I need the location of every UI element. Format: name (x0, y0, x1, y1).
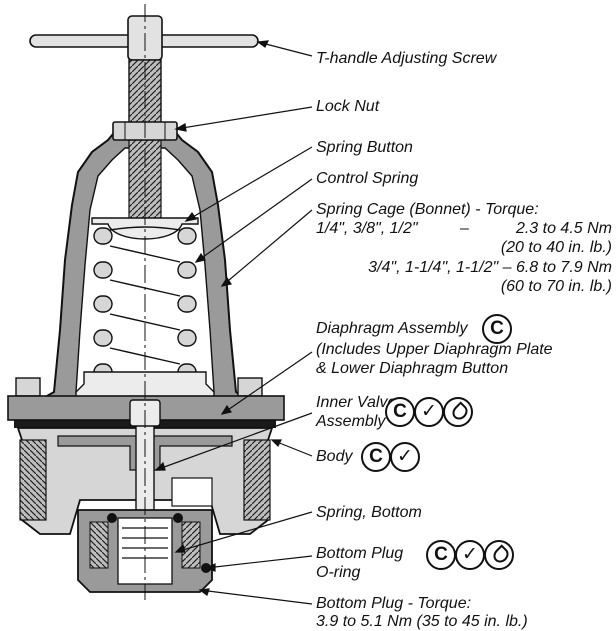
label-o-ring: O-ring (316, 564, 361, 581)
check-icon: ✓ (414, 397, 444, 427)
label-bottom-plug-torque-2: 3.9 to 5.1 Nm (35 to 45 in. lb.) (316, 613, 528, 630)
check-icon: ✓ (390, 442, 420, 472)
torque-large: 3/4", 1-1/4", 1-1/2" – 6.8 to 7.9 Nm (368, 259, 612, 276)
o-ring-right (173, 513, 183, 523)
label-inner-valve-2: Assembly (316, 413, 386, 430)
c-icon: C (426, 540, 456, 570)
c-icon: C (482, 314, 512, 344)
c-icon: C (361, 442, 391, 472)
o-ring-left (107, 513, 117, 523)
spring-button (91, 217, 199, 240)
label-diaphragm-assembly: Diaphragm Assembly (316, 320, 468, 337)
label-diaphragm-includes-2: & Lower Diaphragm Button (316, 360, 509, 377)
bonnet-bolt-left (15, 377, 41, 397)
bonnet-bolt-right (237, 377, 263, 397)
drop-icon (484, 540, 514, 570)
leader-lines (154, 40, 313, 605)
label-spring-button: Spring Button (316, 139, 413, 156)
drop-icon (443, 397, 473, 427)
label-spring-bottom: Spring, Bottom (316, 504, 422, 521)
label-t-handle: T-handle Adjusting Screw (316, 50, 497, 67)
torque-large-inlb: (60 to 70 in. lb.) (500, 278, 612, 295)
check-icon: ✓ (455, 540, 485, 570)
label-bottom-plug: Bottom Plug (316, 545, 404, 562)
label-body: Body (316, 448, 353, 465)
torque-small-inlb: (20 to 40 in. lb.) (500, 239, 612, 256)
label-lock-nut: Lock Nut (316, 98, 380, 115)
torque-small-sizes: 1/4", 3/8", 1/2" (316, 220, 418, 237)
torque-small-nm: 2.3 to 4.5 Nm (515, 220, 612, 237)
c-icon: C (385, 397, 415, 427)
label-inner-valve-1: Inner Valve (316, 394, 397, 411)
label-spring-cage: Spring Cage (Bonnet) - Torque: (316, 201, 539, 218)
body-port-left (19, 439, 47, 521)
label-control-spring: Control Spring (316, 170, 419, 187)
label-bottom-plug-torque-1: Bottom Plug - Torque: (316, 595, 472, 612)
body-port-right (243, 439, 271, 521)
torque-small-dash: – (460, 220, 469, 237)
label-diaphragm-includes-1: (Includes Upper Diaphragm Plate (316, 341, 553, 358)
